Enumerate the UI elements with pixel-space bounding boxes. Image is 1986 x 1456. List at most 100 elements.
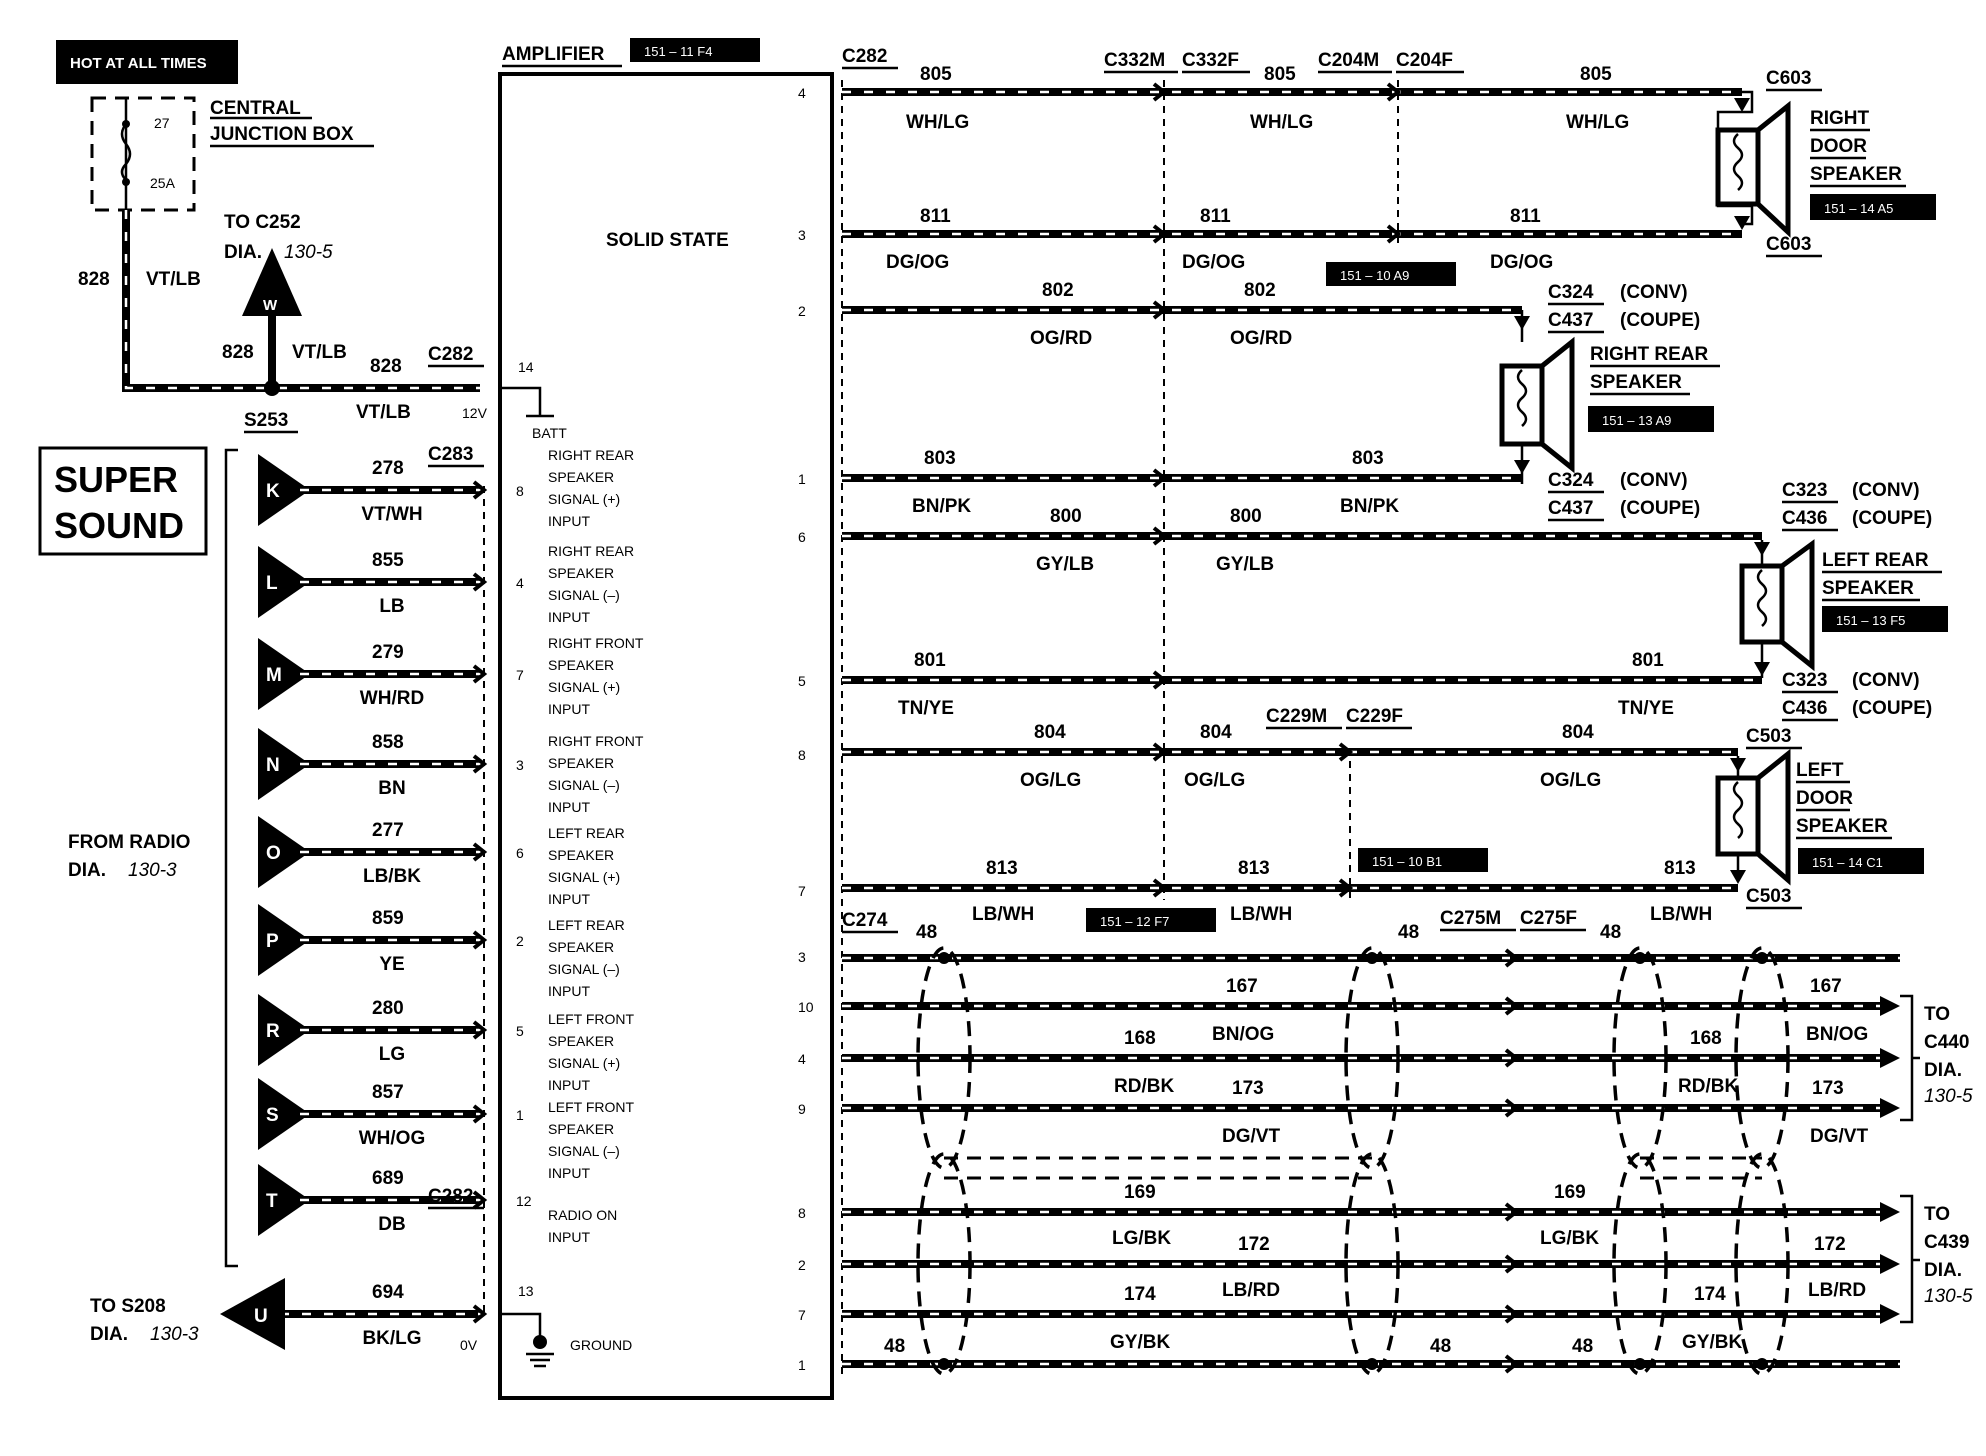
speaker-terminal-arrow-0 (1734, 98, 1750, 112)
amp-input-label-4-1: SPEAKER (548, 847, 614, 863)
c275-chevron-4 (1504, 1254, 1520, 1274)
amp-output-pin-5: 5 (798, 673, 806, 689)
connector-letter: O (266, 843, 281, 864)
wire-w804-circuit: 804 (1034, 722, 1066, 743)
amplifier-ref: 151 – 11 F4 (644, 44, 712, 59)
wire-w805-circuit: 805 (1264, 64, 1296, 85)
wire-w811-color: DG/OG (886, 252, 949, 273)
amp-input-label-5-1: SPEAKER (548, 939, 614, 955)
amp-output-pin-12: 8 (798, 1205, 806, 1221)
wire-w803-circuit: 803 (924, 448, 956, 469)
amp-input-label-3-2: SIGNAL (–) (548, 777, 620, 793)
c275m-label: C275M (1440, 908, 1501, 929)
from-radio-dia: DIA. (68, 860, 106, 881)
connector-arrow-2 (258, 638, 310, 710)
c282-bottom-label: C282 (428, 1186, 473, 1207)
to-c439-label-1: TO (1924, 1204, 1950, 1225)
output-w169-circuit: 169 (1554, 1182, 1586, 1203)
shield-ellipse (1344, 946, 1400, 1170)
wire-w813-color: LB/WH (972, 904, 1034, 925)
c436-coupe-top: (COUPE) (1852, 508, 1932, 529)
wire-w804-color: OG/LG (1020, 770, 1081, 791)
from-radio-bracket (224, 448, 238, 1268)
amp-input-label-7-1: SPEAKER (548, 1121, 614, 1137)
to-c439-dia: DIA. (1924, 1260, 1962, 1281)
c275-chevron-5 (1504, 1304, 1520, 1324)
wire-w813-color: LB/WH (1230, 904, 1292, 925)
wire-color: LG (379, 1044, 405, 1065)
output-w172-circuit: 172 (1814, 1234, 1846, 1255)
junction-box-label-2: JUNCTION BOX (210, 124, 354, 145)
c275-chevron-3 (1504, 1202, 1520, 1222)
junction-box-label-1: CENTRAL (210, 98, 301, 119)
amp-pin: 2 (516, 933, 524, 949)
shield-48-label-2: 48 (1398, 922, 1419, 943)
wire-828-color-1: VT/LB (146, 269, 201, 290)
speaker-wiring: 805WH/LG805WH/LG805WH/LG811DG/OG811DG/OG… (841, 46, 1948, 1380)
super-sound-box (38, 446, 208, 556)
output-w173-circuit: 173 (1232, 1078, 1264, 1099)
amp-input-label-0-2: SIGNAL (+) (548, 491, 620, 507)
output-w167-circuit: 167 (1810, 976, 1842, 997)
c324-conv-bottom: (CONV) (1620, 470, 1688, 491)
shield-dot (938, 952, 950, 964)
right-door-label-3: SPEAKER (1810, 164, 1902, 185)
wire-color: VT/WH (361, 504, 422, 525)
amp-output-pin-0: 4 (798, 85, 806, 101)
output-w174-color: GY/BK (1110, 1332, 1170, 1353)
amp-pin: 8 (516, 483, 524, 499)
output-w167-color: BN/OG (1806, 1024, 1868, 1045)
left-rear-label-2: SPEAKER (1822, 578, 1914, 599)
amp-input-label-6-3: INPUT (548, 1077, 590, 1093)
wire-w803-circuit: 803 (1352, 448, 1384, 469)
wire-828-color-3: VT/LB (356, 402, 411, 423)
amp-input-label-6-2: SIGNAL (+) (548, 1055, 620, 1071)
wire-color: YE (379, 954, 404, 975)
wire-w811-circuit: 811 (1510, 206, 1541, 227)
right-rear-speaker-icon (1499, 363, 1545, 447)
connector-chevron (1386, 224, 1402, 244)
amp-output-pin-3: 1 (798, 471, 806, 487)
connector-chevron (1152, 878, 1168, 898)
left-door-speaker (1715, 748, 1791, 886)
output-w173-circuit: 173 (1812, 1078, 1844, 1099)
wire-w800-color: GY/LB (1216, 554, 1274, 575)
amp-input-label-2-2: SIGNAL (+) (548, 679, 620, 695)
amp-output-pin-15: 1 (798, 1357, 806, 1373)
super-sound-line-2: SOUND (54, 505, 184, 546)
c324-top-label: C324 (1548, 282, 1594, 303)
amp-input-label-1-1: SPEAKER (548, 565, 614, 581)
right-door-speaker-icon (1715, 127, 1761, 207)
c283-chevron-6 (472, 1020, 488, 1040)
fuse-rating: 25A (150, 175, 176, 191)
wire-828-color-2: VT/LB (292, 342, 347, 363)
c275f-label: C275F (1520, 908, 1577, 929)
connector-chevron (1152, 300, 1168, 320)
to-s208-page: 130-3 (150, 1324, 199, 1345)
amp-input-label-1-0: RIGHT REAR (548, 543, 634, 559)
wire-w805-circuit: 805 (920, 64, 952, 85)
amp-pin: 1 (516, 1107, 524, 1123)
wire-color: WH/RD (360, 688, 424, 709)
right-rear-label-2: SPEAKER (1590, 372, 1682, 393)
hot-at-all-times-banner (56, 40, 238, 84)
shield-dot (1756, 952, 1768, 964)
amp-input-label-4-2: SIGNAL (+) (548, 869, 620, 885)
output-arrow-5 (1880, 1304, 1900, 1324)
wire-circuit: 277 (372, 820, 404, 841)
shield-dot (938, 1358, 950, 1370)
c204m-label: C204M (1318, 50, 1379, 71)
wire-828-circuit-2: 828 (222, 342, 254, 363)
shield-48-label-6: 48 (1572, 1336, 1593, 1357)
output-w172-color: LB/RD (1222, 1280, 1280, 1301)
wire-828-circuit-1: 828 (78, 269, 110, 290)
amp-pin: 6 (516, 845, 524, 861)
output-w174-color: GY/BK (1682, 1332, 1742, 1353)
c437-coupe-top: (COUPE) (1620, 310, 1700, 331)
c283-chevron-9 (472, 1304, 488, 1324)
amp-output-pin-11: 9 (798, 1101, 806, 1117)
connector-arrow-7 (258, 1078, 310, 1150)
wire-w803-color: BN/PK (1340, 496, 1399, 517)
connector-arrow-8 (258, 1164, 310, 1236)
shield-dot (1756, 1358, 1768, 1370)
